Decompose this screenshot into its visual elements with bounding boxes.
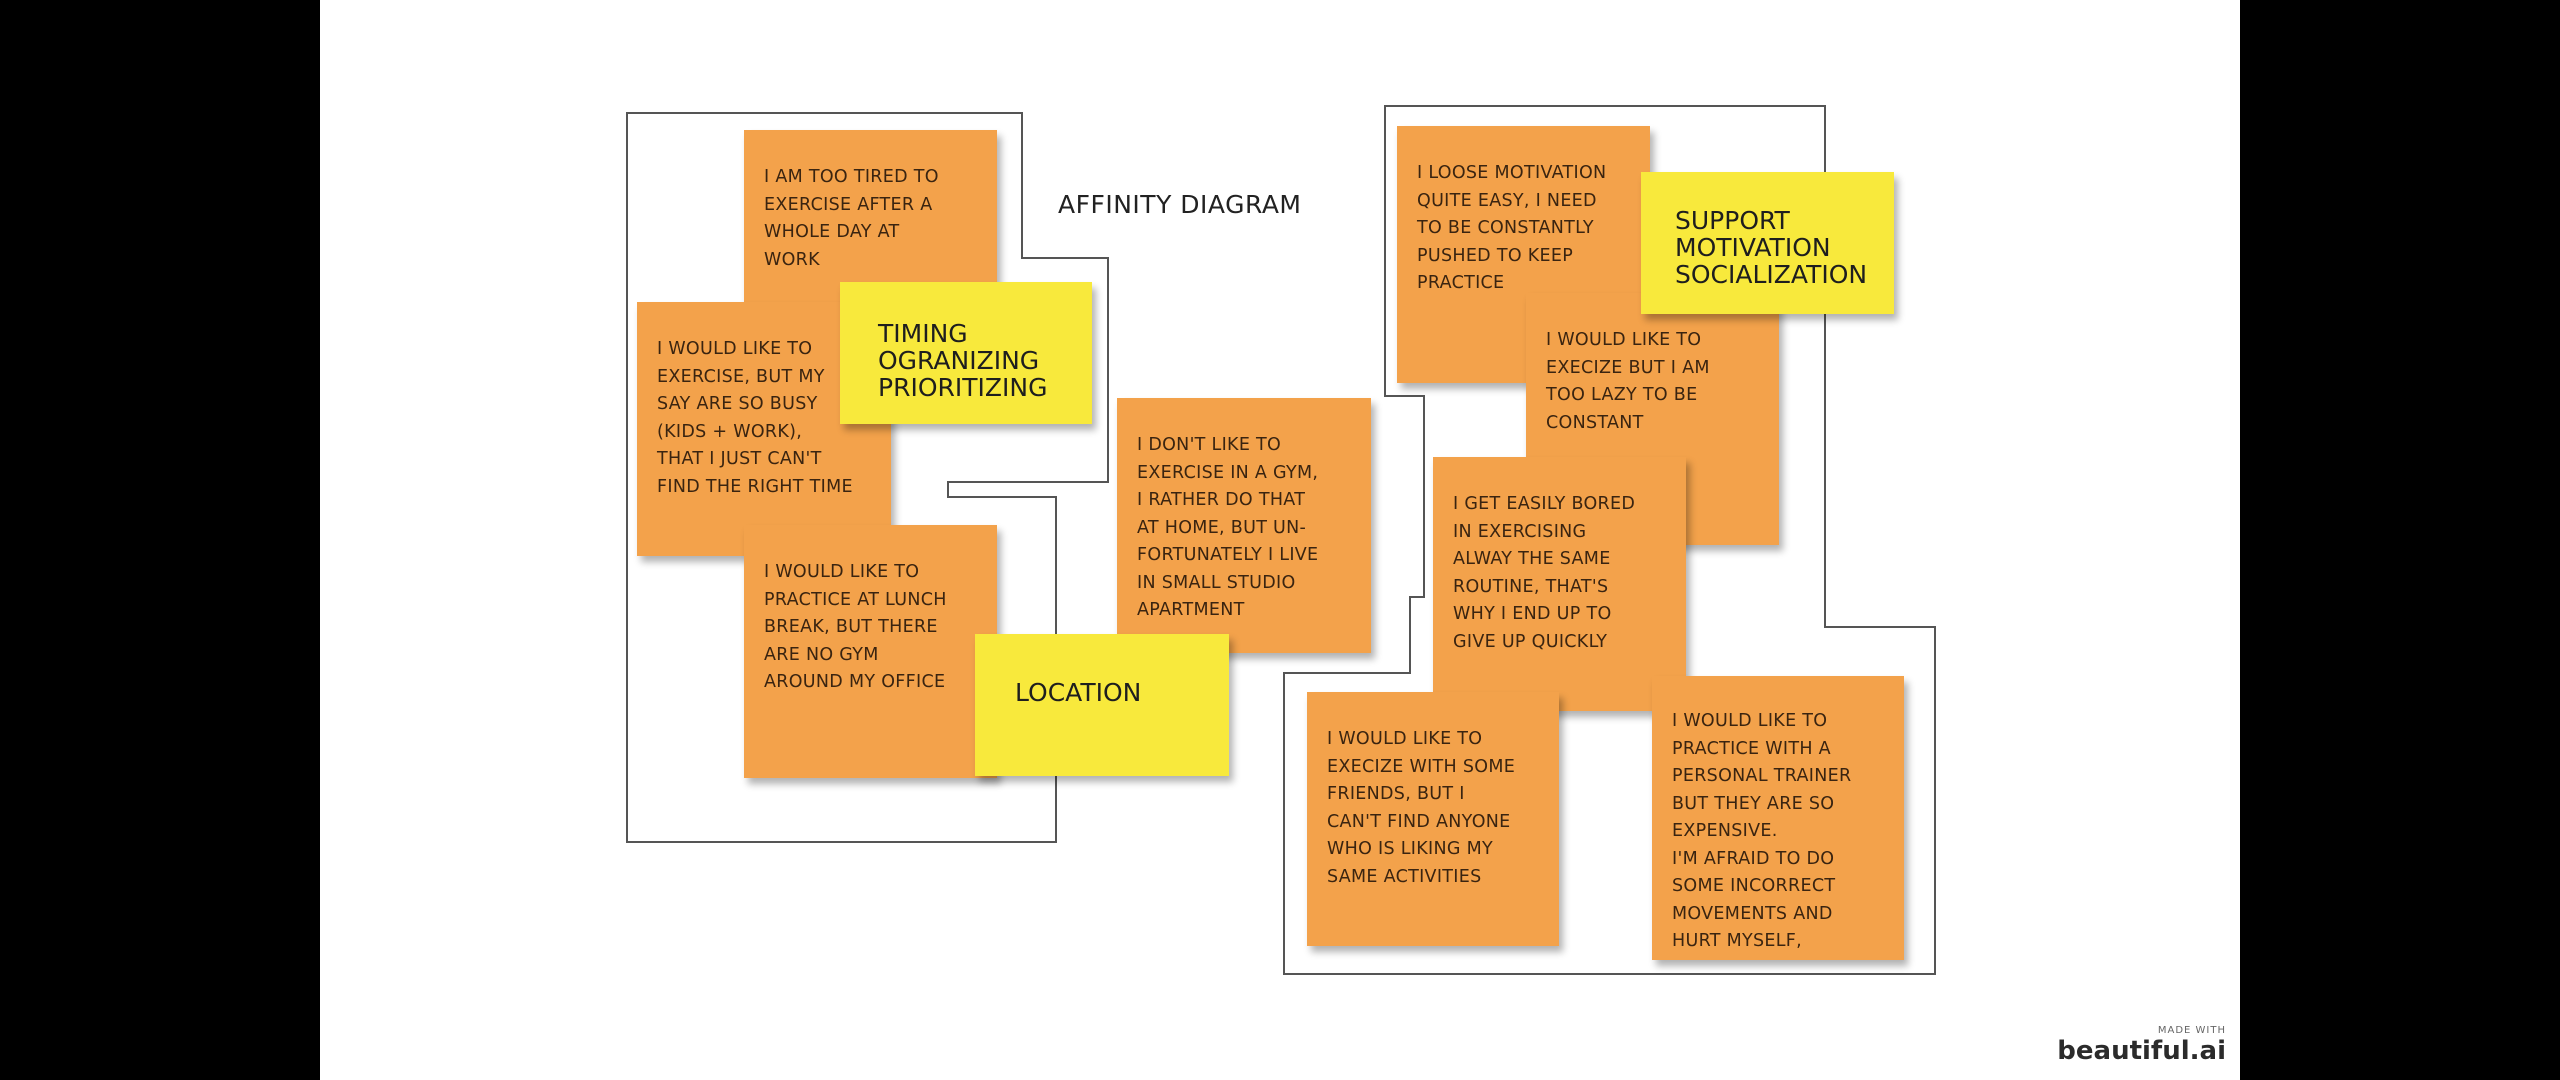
made-with-watermark[interactable]: MADE WITH beautiful.ai: [2057, 1025, 2226, 1066]
slide-canvas: AFFINITY DIAGRAM I am too tired to exerc…: [320, 0, 2240, 1080]
note-lunch-break: I would like to practice at lunch break,…: [744, 525, 997, 778]
group-outlines: [626, 105, 1936, 975]
diagram-title: AFFINITY DIAGRAM: [1058, 190, 1302, 219]
label-support-text: SUPPORT MOTIVATION SOCIALIZATION: [1675, 206, 1868, 289]
label-timing-text: TIMING OGRANIZING PRIORITIZING: [878, 319, 1048, 402]
note-lose-motivation: I loose motivation quite easy, I need to…: [1397, 126, 1650, 383]
label-support: SUPPORT MOTIVATION SOCIALIZATION: [1641, 172, 1894, 314]
note-too-lazy-text: I would like to execize but I am too laz…: [1546, 330, 1710, 433]
note-small-apartment-text: I don't like to exercise in a Gym, I rat…: [1137, 435, 1319, 620]
watermark-brand-logo: beautiful.ai: [2057, 1036, 2226, 1066]
note-exercise-friends-text: I would like to execize with some friend…: [1327, 729, 1516, 887]
note-personal-trainer: I would like to practice with a personal…: [1652, 676, 1904, 960]
note-busy-schedule-text: I would like to exercise, but my say are…: [657, 339, 853, 497]
label-location: LOCATION: [975, 634, 1229, 776]
note-easily-bored-text: I get easily bored in exercising alway t…: [1453, 494, 1636, 652]
note-lose-motivation-text: I loose motivation quite easy, I need to…: [1417, 163, 1607, 293]
note-easily-bored: I get easily bored in exercising alway t…: [1433, 457, 1686, 711]
right-group-outline: [1283, 105, 1936, 975]
note-exercise-friends: I would like to execize with some friend…: [1307, 692, 1559, 946]
note-too-tired-text: I am too tired to exercise after a whole…: [764, 167, 939, 270]
note-lunch-break-text: I would like to practice at lunch break,…: [764, 562, 947, 692]
watermark-made-with: MADE WITH: [2157, 1025, 2226, 1036]
note-small-apartment: I don't like to exercise in a Gym, I rat…: [1117, 398, 1371, 653]
label-timing: TIMING OGRANIZING PRIORITIZING: [840, 282, 1092, 424]
left-group-outline: [626, 112, 1109, 843]
label-location-text: LOCATION: [1015, 678, 1142, 707]
note-personal-trainer-text: I would like to practice with a personal…: [1672, 711, 1852, 951]
